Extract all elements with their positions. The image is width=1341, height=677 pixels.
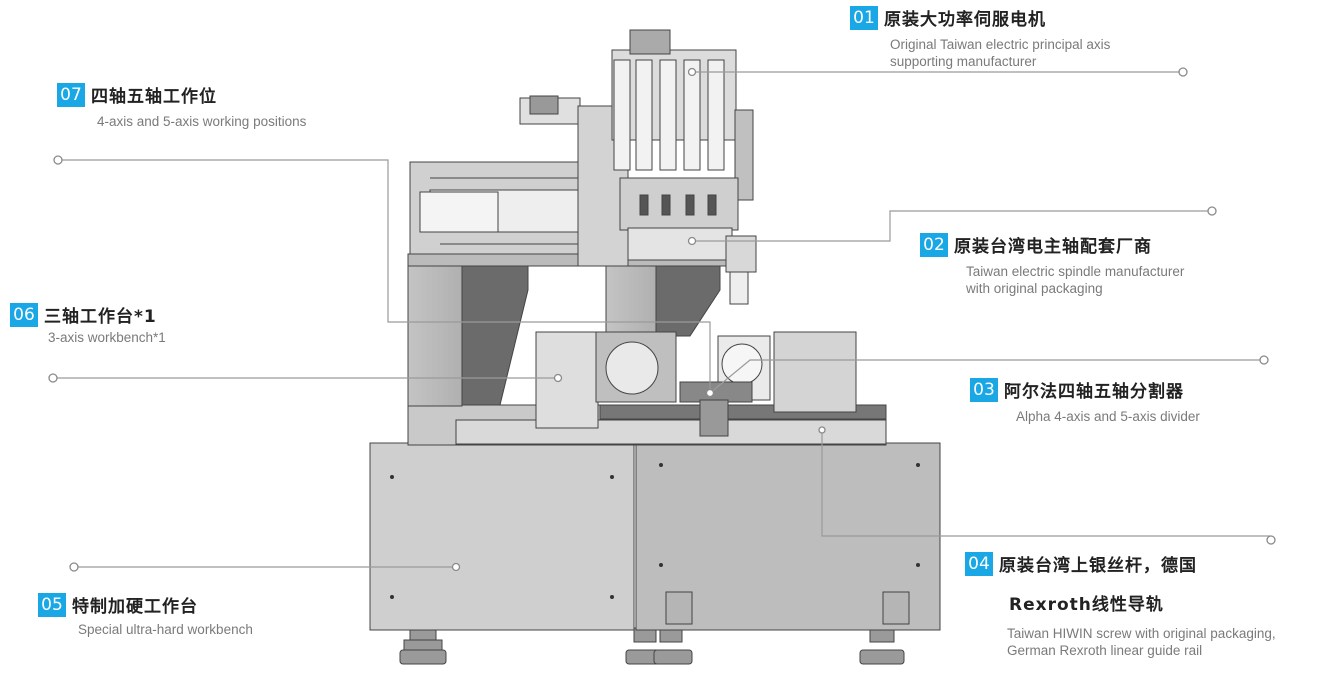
spindle-block (619, 177, 739, 231)
callout-title: 特制加硬工作台 (72, 597, 198, 617)
callout-title: 阿尔法四轴五轴分割器 (1004, 382, 1184, 402)
leader-dots (48, 67, 1276, 572)
callout-05: 05 特制加硬工作台 Special ultra-hard workbench (38, 592, 253, 638)
callout-title: 原装大功率伺服电机 (884, 10, 1046, 30)
left-column-web (461, 255, 529, 406)
callout-title: 三轴工作台*1 (44, 307, 157, 327)
rotary-housing-right (773, 331, 857, 413)
callout-desc: Original Taiwan electric principal axis … (890, 37, 1111, 69)
callout-desc: Alpha 4-axis and 5-axis divider (1016, 409, 1200, 424)
callout-07: 07 四轴五轴工作位 4-axis and 5-axis working posi… (57, 82, 306, 130)
callout-number: 02 (920, 232, 948, 257)
leader-lines (53, 71, 1271, 568)
base-left-panel (369, 442, 635, 631)
left-column (407, 255, 463, 407)
callout-02: 02 原装台湾电主轴配套厂商 Taiwan electric spindle ma… (920, 232, 1184, 297)
callout-desc: Taiwan HIWIN screw with original packagi… (1007, 626, 1276, 658)
callout-01: 01 原装大功率伺服电机 Original Taiwan electric pri… (850, 5, 1110, 70)
callout-number: 01 (850, 5, 878, 30)
electric-spindle (725, 235, 757, 273)
callout-title: 原装台湾电主轴配套厂商 (954, 237, 1152, 257)
callout-desc: 3-axis workbench*1 (48, 330, 166, 345)
callout-title-line2: Rexroth线性导轨 (1009, 595, 1164, 615)
callout-number: 03 (970, 377, 998, 402)
callout-number: 04 (965, 551, 993, 576)
callout-desc: 4-axis and 5-axis working positions (97, 114, 307, 129)
right-column (605, 255, 657, 337)
machine-frame (369, 29, 941, 665)
callout-number: 05 (38, 592, 66, 617)
callout-06: 06 三轴工作台*1 3-axis workbench*1 (10, 302, 166, 346)
callout-04: 04 原装台湾上银丝杆，德国 Rexroth线性导轨 Taiwan HIWIN s… (965, 551, 1276, 659)
callout-desc: Special ultra-hard workbench (78, 622, 253, 637)
callout-number: 07 (57, 82, 85, 107)
callout-03: 03 阿尔法四轴五轴分割器 Alpha 4-axis and 5-axis div… (970, 377, 1200, 425)
callout-number: 06 (10, 302, 38, 327)
callout-title: 原装台湾上银丝杆，德国 (999, 556, 1197, 576)
callout-desc: Taiwan electric spindle manufacturer wit… (966, 264, 1185, 296)
callout-title: 四轴五轴工作位 (91, 87, 217, 107)
rotary-housing-left (535, 331, 599, 429)
leveling-feet (399, 627, 905, 665)
